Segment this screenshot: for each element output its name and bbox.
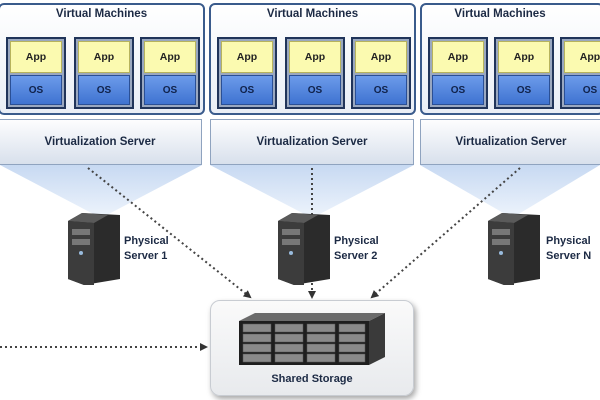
os-layer: OS [355,75,407,105]
cone-2 [210,165,414,218]
app-layer: App [289,41,341,73]
server-tower-icon [488,213,540,285]
app-layer: App [221,41,273,73]
app-layer: App [78,41,130,73]
physical-server-1-label: Physical Server 1 [124,235,169,262]
shared-storage-panel: Shared Storage [210,300,414,396]
app-layer: App [432,41,484,73]
os-layer: OS [221,75,273,105]
server-tower-icon [68,213,120,285]
os-layer: OS [498,75,550,105]
physical-server-n-label: Physical Server N [546,235,592,262]
cone-3 [420,165,600,218]
virtualization-server-1: Virtualization Server [0,119,202,165]
virtualization-server-2: Virtualization Server [210,119,414,165]
app-layer: App [144,41,196,73]
app-layer: App [498,41,550,73]
cone-1 [0,165,202,218]
vm-group-title: Virtual Machines [454,8,546,20]
storage-array-icon [239,313,385,365]
server-tower-icon [278,213,330,285]
app-layer: App [10,41,62,73]
shared-storage-label: Shared Storage [271,373,353,385]
os-layer: OS [78,75,130,105]
virtualization-server-3: Virtualization Server [420,119,600,165]
os-layer: OS [10,75,62,105]
app-layer: App [355,41,407,73]
os-layer: OS [564,75,600,105]
os-layer: OS [289,75,341,105]
os-layer: OS [432,75,484,105]
physical-server-2-label: Physical Server 2 [334,235,379,262]
vm-group-title: Virtual Machines [55,8,148,20]
os-layer: OS [144,75,196,105]
app-layer: App [564,41,600,73]
vm-group-title: Virtual Machines [266,8,359,20]
